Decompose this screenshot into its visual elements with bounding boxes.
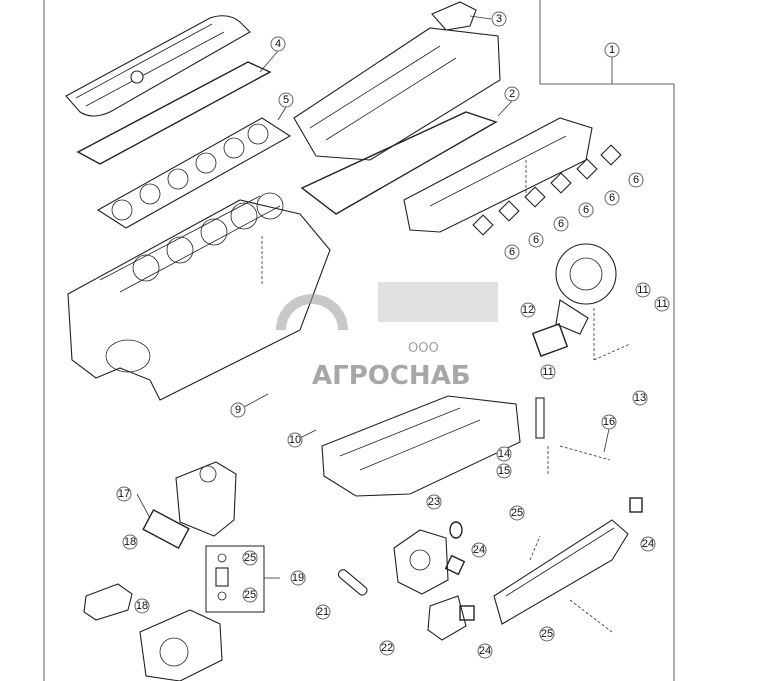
callout-21: 21 bbox=[315, 604, 331, 620]
svg-text:6: 6 bbox=[558, 218, 564, 230]
cylinder-head-gasket bbox=[96, 117, 292, 229]
callout-19: 19 bbox=[290, 570, 306, 586]
callout-22: 22 bbox=[379, 640, 395, 656]
callout-leaders bbox=[136, 15, 613, 579]
svg-text:12: 12 bbox=[522, 304, 534, 316]
svg-text:24: 24 bbox=[473, 544, 485, 556]
callout-25d: 25 bbox=[539, 626, 555, 642]
callout-13: 13 bbox=[632, 390, 648, 406]
svg-text:24: 24 bbox=[642, 538, 654, 550]
svg-text:25: 25 bbox=[511, 507, 523, 519]
svg-text:1: 1 bbox=[609, 44, 615, 56]
callout-5: 5 bbox=[278, 92, 294, 108]
svg-text:17: 17 bbox=[118, 488, 130, 500]
callout-4: 4 bbox=[270, 36, 286, 52]
callout-16: 16 bbox=[601, 414, 617, 430]
exhaust-gaskets bbox=[472, 144, 622, 236]
diagram-frame bbox=[43, 0, 675, 681]
small-gaskets bbox=[444, 497, 643, 621]
watermark-company: ООО bbox=[408, 341, 439, 356]
pump-adapter bbox=[427, 595, 467, 641]
callout-11b: 11 bbox=[654, 296, 670, 312]
valve-cover-gasket bbox=[76, 61, 272, 165]
svg-text:6: 6 bbox=[583, 204, 589, 216]
callout-18a: 18 bbox=[122, 534, 138, 550]
callout-18b: 18 bbox=[134, 598, 150, 614]
callout-17: 17 bbox=[116, 486, 132, 502]
svg-text:21: 21 bbox=[317, 606, 329, 618]
svg-text:10: 10 bbox=[289, 434, 301, 446]
fuel-pump bbox=[393, 529, 449, 595]
svg-text:25: 25 bbox=[244, 552, 256, 564]
turbo-flange-gasket bbox=[531, 323, 569, 357]
callout-3: 3 bbox=[491, 11, 507, 27]
callout-25a: 25 bbox=[242, 550, 258, 566]
callout-23: 23 bbox=[426, 494, 442, 510]
svg-text:6: 6 bbox=[533, 234, 539, 246]
callout-24c: 24 bbox=[477, 643, 493, 659]
svg-text:11: 11 bbox=[637, 284, 648, 296]
svg-text:6: 6 bbox=[633, 174, 639, 186]
svg-text:24: 24 bbox=[479, 645, 491, 657]
watermark: ООО АГРОСНАБ bbox=[276, 282, 498, 391]
callout-9: 9 bbox=[230, 402, 246, 418]
callout-25c: 25 bbox=[509, 505, 525, 521]
turbocharger bbox=[555, 243, 617, 335]
svg-text:11: 11 bbox=[656, 298, 667, 310]
svg-text:3: 3 bbox=[496, 13, 502, 25]
thermostat-housing bbox=[175, 461, 237, 537]
svg-text:23: 23 bbox=[428, 496, 440, 508]
injector bbox=[535, 397, 545, 439]
dowel-pin bbox=[337, 569, 368, 596]
callout-14: 14 bbox=[496, 446, 512, 462]
callout-6e: 6 bbox=[528, 232, 544, 248]
callout-11a: 11 bbox=[635, 282, 651, 298]
svg-text:2: 2 bbox=[509, 88, 515, 100]
callout-25b: 25 bbox=[242, 587, 258, 603]
callout-6b: 6 bbox=[604, 190, 620, 206]
svg-text:13: 13 bbox=[634, 392, 646, 404]
callout-6a: 6 bbox=[628, 172, 644, 188]
svg-text:4: 4 bbox=[275, 38, 281, 50]
callout-12: 12 bbox=[520, 302, 536, 318]
dashed-leaders bbox=[261, 160, 631, 633]
svg-text:14: 14 bbox=[498, 448, 510, 460]
callout-10: 10 bbox=[287, 432, 303, 448]
callout-1: 1 bbox=[604, 42, 620, 58]
watermark-brand: АГРОСНАБ bbox=[312, 361, 471, 391]
callout-6d: 6 bbox=[553, 216, 569, 232]
svg-text:9: 9 bbox=[235, 404, 241, 416]
svg-text:16: 16 bbox=[603, 416, 615, 428]
svg-text:25: 25 bbox=[541, 628, 553, 640]
svg-text:18: 18 bbox=[136, 600, 148, 612]
manifold-gasket bbox=[300, 111, 498, 215]
callout-24a: 24 bbox=[471, 542, 487, 558]
svg-text:18: 18 bbox=[124, 536, 136, 548]
svg-text:25: 25 bbox=[244, 589, 256, 601]
engine-block bbox=[67, 192, 331, 401]
thermostat-gasket bbox=[142, 508, 190, 550]
exhaust-manifold bbox=[403, 117, 593, 233]
intake-manifold-upper bbox=[293, 1, 501, 161]
thermostat-kit bbox=[205, 545, 265, 613]
svg-text:11: 11 bbox=[542, 366, 553, 378]
callouts: 1 2 3 4 5 6 6 6 6 6 6 6 6 9 10 11 11 11 … bbox=[116, 11, 670, 659]
callout-15: 15 bbox=[496, 463, 512, 479]
water-pump bbox=[83, 583, 223, 681]
cylinder-head bbox=[321, 395, 521, 497]
callout-11c: 11 bbox=[540, 364, 556, 380]
svg-text:19: 19 bbox=[292, 572, 304, 584]
intake-manifold-lower bbox=[493, 519, 629, 625]
svg-text:15: 15 bbox=[498, 465, 510, 477]
svg-text:6: 6 bbox=[609, 192, 615, 204]
valve-cover bbox=[65, 15, 251, 117]
callout-24b: 24 bbox=[640, 536, 656, 552]
callout-6f: 6 bbox=[504, 244, 520, 260]
callout-2: 2 bbox=[504, 86, 520, 102]
callout-6c: 6 bbox=[578, 202, 594, 218]
svg-text:5: 5 bbox=[283, 94, 289, 106]
svg-text:22: 22 bbox=[381, 642, 393, 654]
svg-text:6: 6 bbox=[509, 246, 515, 258]
